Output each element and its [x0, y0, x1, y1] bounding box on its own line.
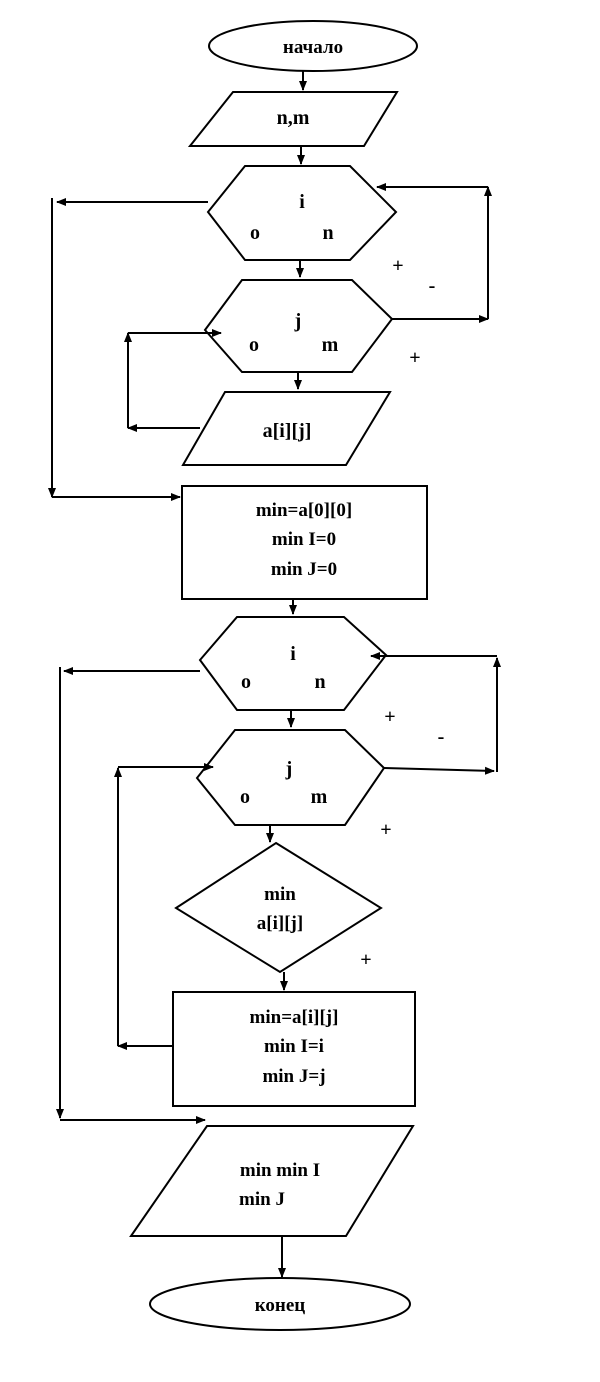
loop-j2-var: j — [285, 758, 293, 780]
assign-line-2: min I=i — [264, 1036, 324, 1057]
loop-j-minus-label: - — [429, 275, 436, 297]
loop-i-var: i — [299, 191, 305, 213]
loop-i2-plus-label: + — [384, 706, 395, 728]
input-matrix-label: a[i][j] — [263, 420, 312, 442]
condition-line-2: a[i][j] — [257, 913, 303, 934]
loop-j-input-hexagon: j o m — [203, 279, 394, 373]
arrow-loop-j2-exit-right — [383, 766, 495, 775]
init-block: min=a[0][0] min I=0 min J=0 — [181, 485, 428, 600]
output-line-1: min min I — [240, 1160, 320, 1181]
loop-i-search-hexagon: i o n — [198, 616, 388, 711]
end-label: конец — [255, 1295, 306, 1316]
init-line-3: min J=0 — [271, 559, 337, 580]
input-dimensions-block: n,m — [187, 91, 399, 147]
loop-j2-minus-label: - — [438, 726, 445, 748]
init-line-2: min I=0 — [272, 529, 336, 550]
loop-i2-to: n — [314, 671, 325, 693]
loop-j2-plus-label: + — [380, 819, 391, 841]
output-line-2: min J — [239, 1189, 285, 1210]
output-block: min min I min J — [129, 1125, 415, 1237]
loop-i-input-hexagon: i o n — [206, 165, 398, 261]
loop-j-var: j — [294, 310, 302, 332]
loop-i-plus-label: + — [392, 255, 403, 277]
start-terminator: начало — [208, 20, 418, 72]
loop-j-from: o — [249, 334, 259, 356]
start-label: начало — [283, 37, 343, 58]
condition-diamond: min a[i][j] — [174, 841, 383, 974]
loop-j2-to: m — [311, 786, 328, 808]
assign-line-3: min J=j — [262, 1066, 325, 1087]
assign-block: min=a[i][j] min I=i min J=j — [172, 991, 416, 1107]
loop-i-to: n — [322, 222, 333, 244]
loop-j-search-hexagon: j o m — [195, 729, 386, 826]
loop-i-from: o — [250, 222, 260, 244]
input-dimensions-label: n,m — [277, 107, 310, 129]
assign-line-1: min=a[i][j] — [250, 1007, 339, 1028]
condition-plus-label: + — [360, 949, 371, 971]
condition-line-1: min — [264, 884, 296, 905]
loop-i2-var: i — [290, 643, 296, 665]
loop-i2-from: o — [241, 671, 251, 693]
loop-j-plus-label: + — [409, 347, 420, 369]
end-terminator: конец — [149, 1277, 411, 1331]
loop-j-to: m — [322, 334, 339, 356]
init-line-1: min=a[0][0] — [256, 500, 352, 521]
loop-j2-from: o — [240, 786, 250, 808]
input-matrix-block: a[i][j] — [181, 391, 392, 466]
